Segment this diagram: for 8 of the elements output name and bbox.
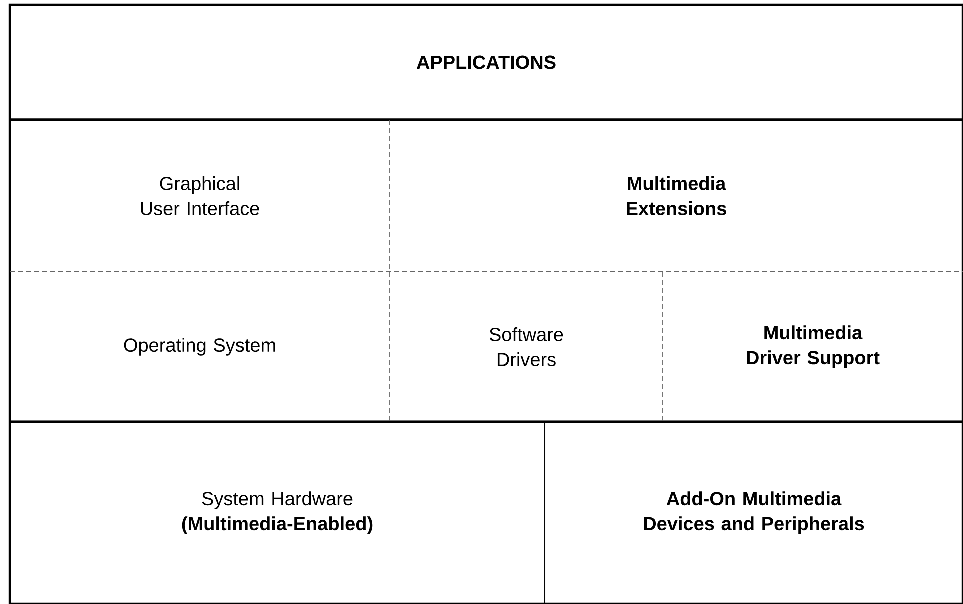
layer-label: Graphical User Interface: [141, 176, 260, 216]
layer-label: Multimedia Extensions: [627, 176, 726, 216]
layer-label: System Hardware (Multimedia-Enabled): [182, 492, 373, 534]
layer-label: Operating System: [124, 338, 276, 356]
layer-label: Add-On Multimedia Devices and Peripherals: [644, 492, 864, 534]
layer-label: Software Drivers: [490, 328, 564, 366]
layer-label: APPLICATIONS: [416, 56, 556, 70]
layer-label: Multimedia Driver Support: [747, 326, 880, 368]
